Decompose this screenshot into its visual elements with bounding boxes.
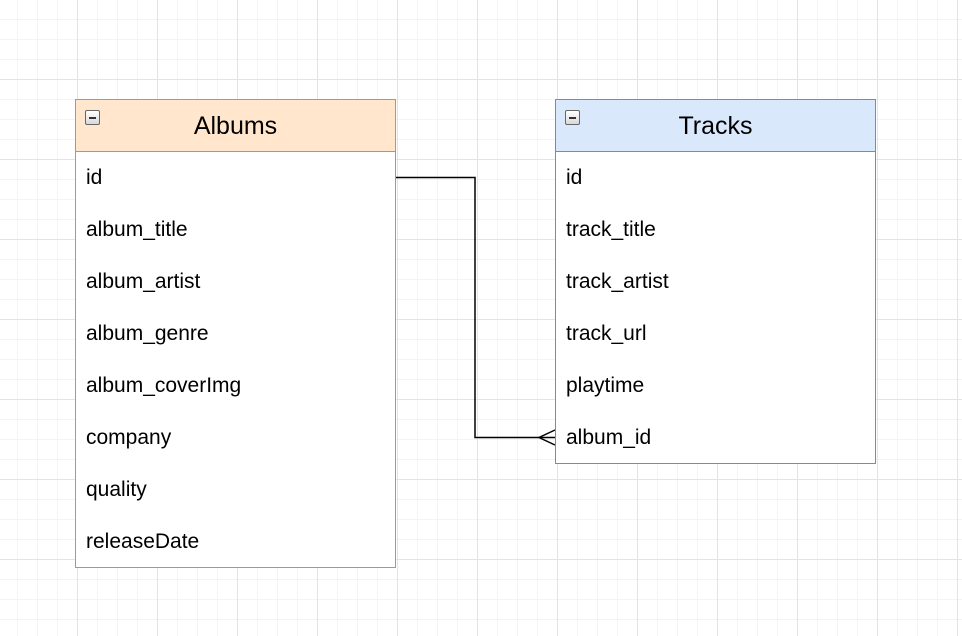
albums-field-album-artist[interactable]: album_artist [86,270,201,293]
tracks-table-header[interactable]: Tracks [556,100,875,152]
albums-table-header[interactable]: Albums [76,100,395,152]
tracks-field-id[interactable]: id [566,166,583,189]
albums-field-list: id album_title album_artist album_genre … [76,152,395,568]
tracks-field-track-title[interactable]: track_title [566,218,656,241]
albums-field-album-coverimg[interactable]: album_coverImg [86,374,242,397]
albums-field-releasedate[interactable]: releaseDate [86,530,200,553]
tracks-field-album-id[interactable]: album_id [566,426,652,449]
tracks-field-track-url[interactable]: track_url [566,322,647,345]
albums-field-album-genre[interactable]: album_genre [86,322,209,345]
albums-field-company[interactable]: company [86,426,172,449]
albums-field-quality[interactable]: quality [86,478,147,501]
tracks-field-list: id track_title track_artist track_url pl… [556,152,875,464]
collapse-minus-icon[interactable] [85,110,100,125]
crows-foot-many-icon [537,429,556,446]
tracks-field-track-artist[interactable]: track_artist [566,270,669,293]
albums-table-title: Albums [193,111,278,140]
albums-table[interactable]: Albums id album_title album_artist album… [75,99,396,568]
albums-field-album-title[interactable]: album_title [86,218,188,241]
albums-field-id[interactable]: id [86,166,103,189]
tracks-table[interactable]: Tracks id track_title track_artist track… [555,99,876,464]
tracks-table-title: Tracks [678,111,753,140]
connector-line[interactable] [396,176,555,439]
collapse-minus-icon[interactable] [565,110,580,125]
tracks-field-playtime[interactable]: playtime [566,374,645,397]
